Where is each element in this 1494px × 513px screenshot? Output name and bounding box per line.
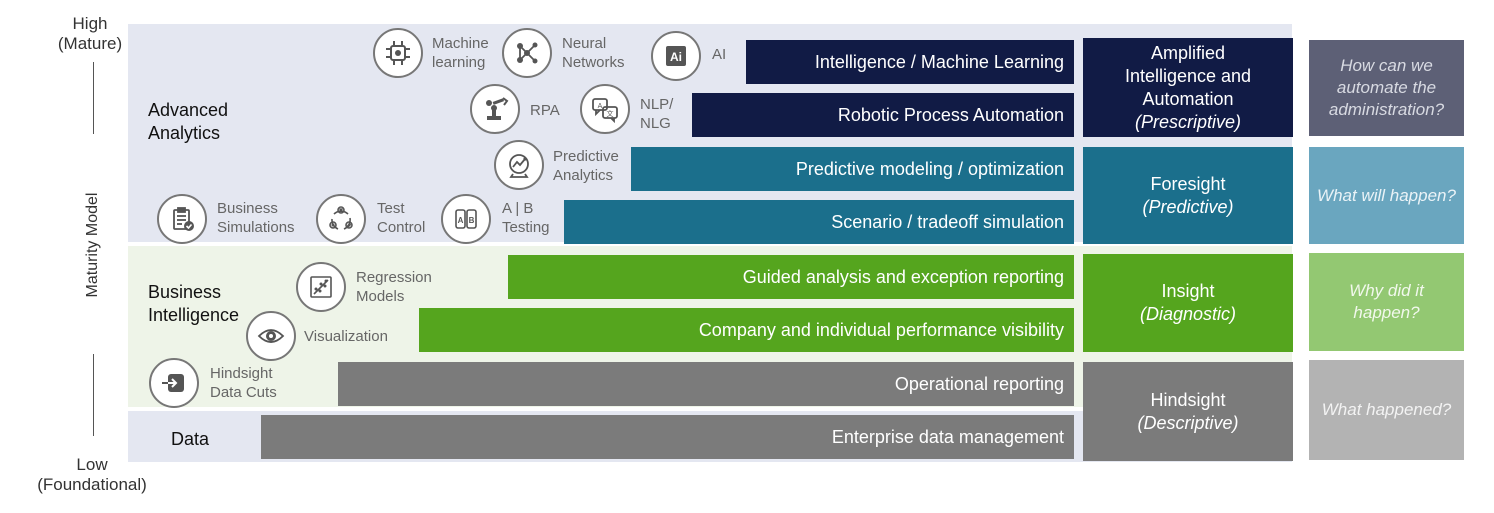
test-control-label: Test Control: [377, 200, 426, 236]
ai-label: AI: [712, 46, 727, 63]
level-amplified: Amplified Intelligence and Automation (P…: [1083, 38, 1293, 137]
hindsight-data-cuts-icon: [149, 358, 199, 408]
predictive-analytics-icon: [494, 140, 544, 190]
neural-networks-icon: [502, 28, 552, 78]
bar-enterprise: Enterprise data management: [261, 415, 1074, 459]
level-hindsight: Hindsight (Descriptive): [1083, 362, 1293, 461]
level-insight: Insight (Diagnostic): [1083, 254, 1293, 352]
svg-text:Ai: Ai: [670, 50, 682, 64]
ai-icon: Ai: [651, 31, 701, 81]
question-automate: How can we automate the administration?: [1309, 40, 1464, 136]
nlp-label: NLP/ NLG: [640, 96, 674, 132]
axis-line-top: [93, 62, 94, 134]
question-why: Why did it happen?: [1309, 253, 1464, 351]
rpa-label: RPA: [530, 102, 560, 119]
predictive-analytics-label: Predictive Analytics: [553, 148, 619, 184]
visualization-label: Visualization: [304, 328, 388, 345]
bar-performance: Company and individual performance visib…: [419, 308, 1074, 352]
bar-intelligence-ml: Intelligence / Machine Learning: [746, 40, 1074, 84]
bar-predictive: Predictive modeling / optimization: [631, 147, 1074, 191]
bar-operational: Operational reporting: [338, 362, 1074, 406]
bar-guided: Guided analysis and exception reporting: [508, 255, 1074, 299]
machine-learning-label: Machine learning: [432, 35, 489, 71]
visualization-icon: [246, 311, 296, 361]
ab-testing-label: A | B Testing: [502, 200, 550, 236]
svg-text:文: 文: [607, 109, 614, 118]
question-will-happen: What will happen?: [1309, 147, 1464, 244]
test-control-icon: [316, 194, 366, 244]
level-foresight: Foresight (Predictive): [1083, 147, 1293, 244]
svg-text:B: B: [469, 216, 475, 225]
svg-text:A: A: [598, 103, 603, 110]
axis-title: Maturity Model: [84, 192, 101, 298]
section-title-data: Data: [171, 429, 210, 449]
svg-text:A: A: [458, 216, 464, 225]
business-simulations-icon: [157, 194, 207, 244]
bar-scenario: Scenario / tradeoff simulation: [564, 200, 1074, 244]
axis-high-label: High (Mature): [57, 14, 123, 53]
axis-low-label: Low (Foundational): [37, 455, 147, 494]
business-simulations-label: Business Simulations: [217, 200, 295, 236]
section-title-advanced: Advanced Analytics: [148, 100, 229, 143]
bar-rpa: Robotic Process Automation: [692, 93, 1074, 137]
rpa-icon: [470, 84, 520, 134]
neural-networks-label: Neural Networks: [562, 35, 625, 71]
regression-models-label: Regression Models: [356, 269, 432, 305]
section-title-bi: Business Intelligence: [148, 282, 240, 325]
axis-line-bottom: [93, 354, 94, 436]
regression-models-icon: [296, 262, 346, 312]
question-happened: What happened?: [1309, 360, 1464, 460]
hindsight-data-cuts-label: Hindsight Data Cuts: [210, 365, 277, 401]
machine-learning-icon: [373, 28, 423, 78]
